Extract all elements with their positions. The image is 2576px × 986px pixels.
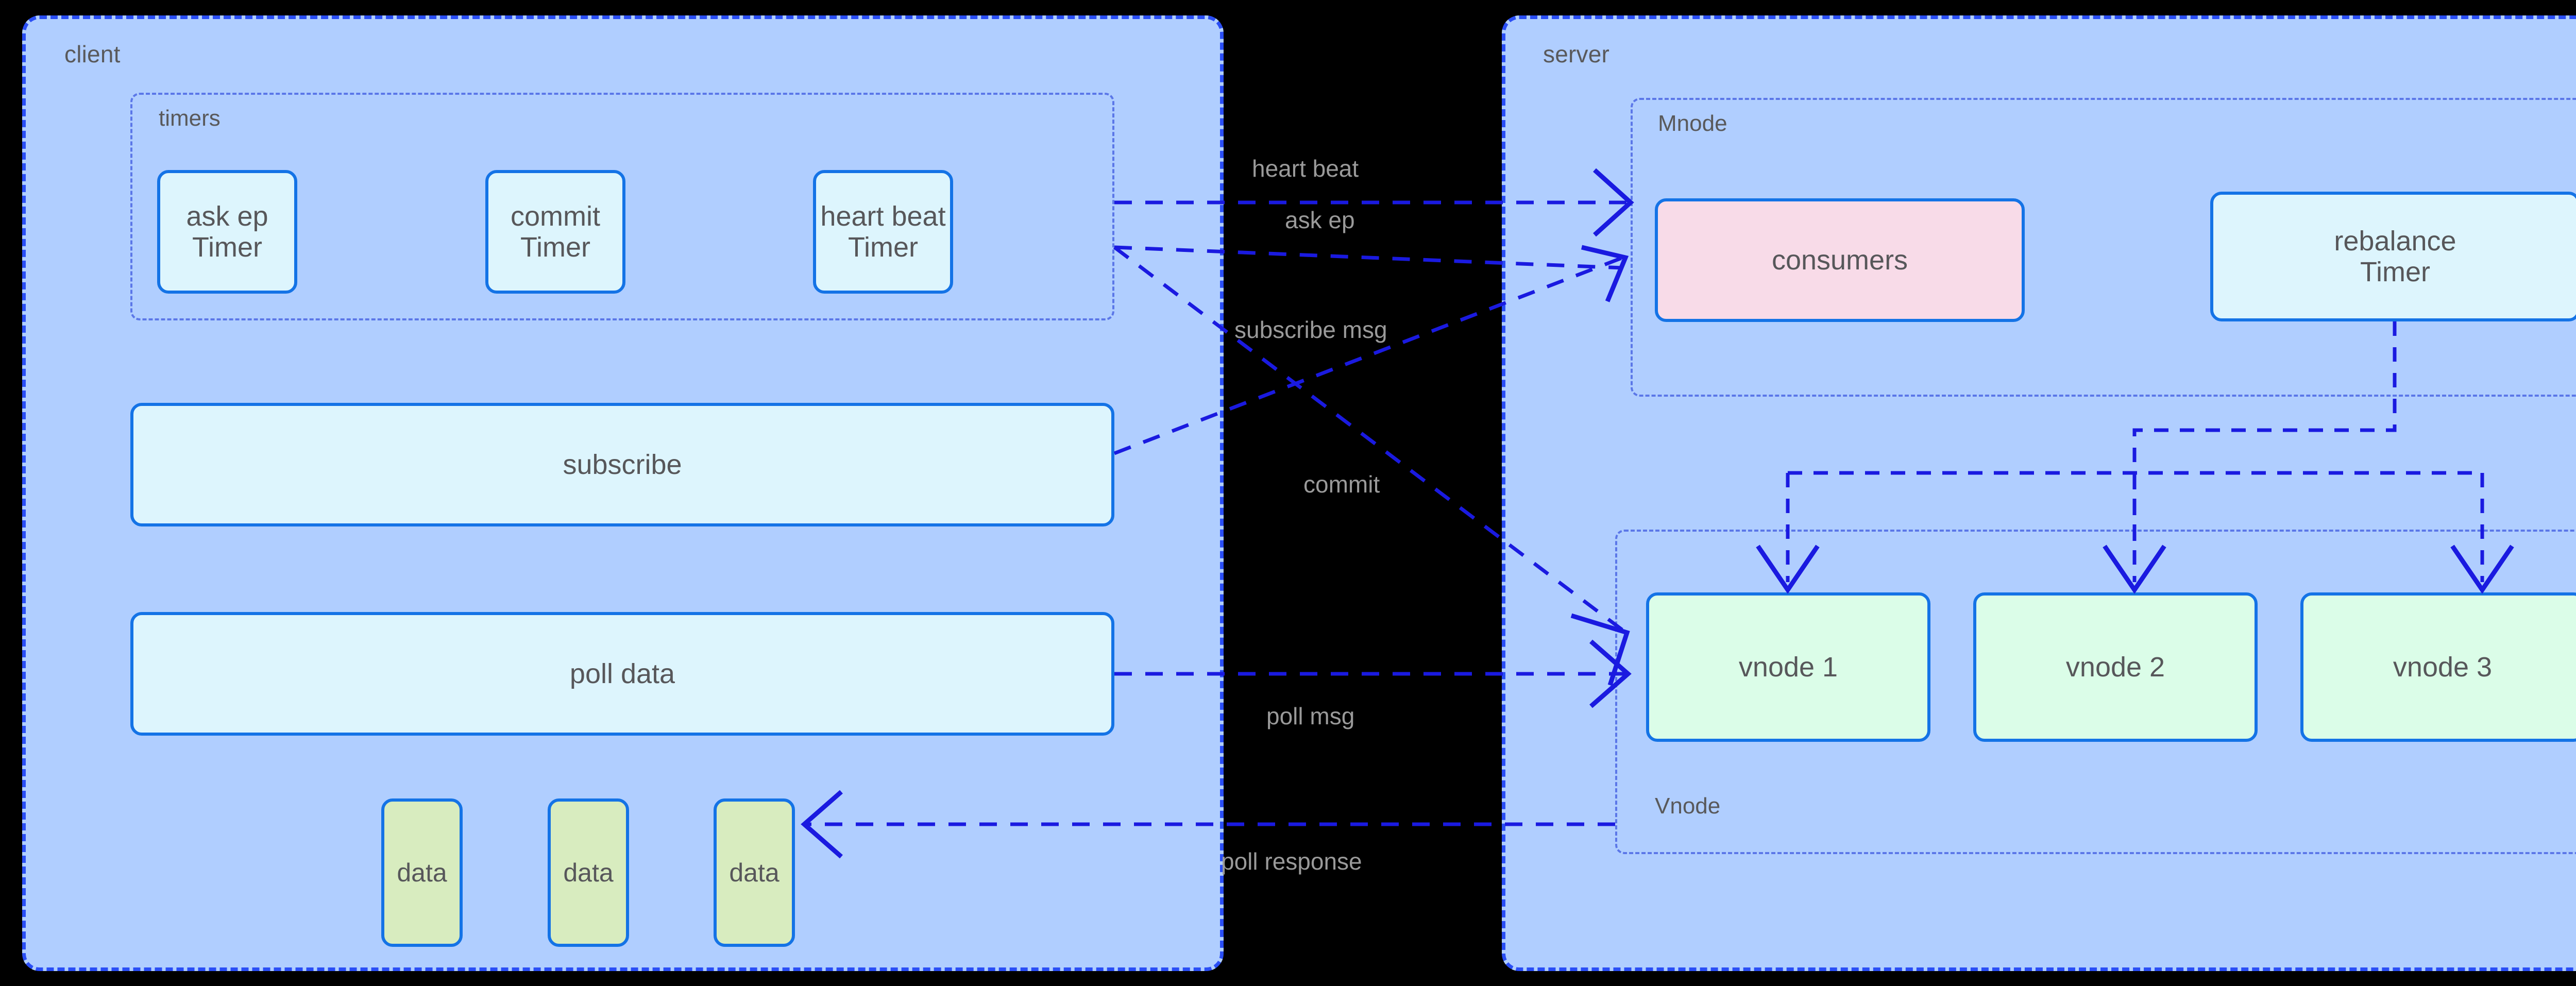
edge-label-poll-response: poll response [1221, 848, 1362, 875]
edge-label-heart-beat: heart beat [1252, 155, 1359, 182]
poll-data-node[interactable]: poll data [130, 612, 1114, 736]
edge-label-subscribe-msg: subscribe msg [1234, 316, 1387, 343]
edge-label-commit: commit [1303, 471, 1380, 498]
commit-timer-node[interactable]: commit Timer [485, 170, 625, 294]
vnode-1-node[interactable]: vnode 1 [1646, 592, 1930, 742]
vnode-3-node[interactable]: vnode 3 [2300, 592, 2576, 742]
mnode-group [1631, 98, 2576, 397]
timers-group [130, 93, 1114, 320]
data-box-2[interactable]: data [548, 798, 629, 947]
consumers-node[interactable]: consumers [1655, 198, 2025, 322]
rebalance-timer-node[interactable]: rebalance Timer [2210, 192, 2576, 321]
server-panel-title: server [1543, 41, 1610, 67]
edge-label-ask-ep: ask ep [1285, 207, 1355, 233]
heart-beat-timer-node[interactable]: heart beat Timer [813, 170, 953, 294]
client-panel-title: client [64, 41, 121, 67]
vnode-2-node[interactable]: vnode 2 [1973, 592, 2258, 742]
edge-label-poll-msg: poll msg [1266, 703, 1355, 729]
ask-ep-timer-node[interactable]: ask ep Timer [157, 170, 297, 294]
mnode-group-title: Mnode [1658, 111, 1727, 136]
subscribe-node[interactable]: subscribe [130, 403, 1114, 526]
data-box-1[interactable]: data [381, 798, 463, 947]
timers-group-title: timers [159, 106, 221, 131]
vnode-group-title: Vnode [1655, 793, 1721, 819]
data-box-3[interactable]: data [714, 798, 795, 947]
